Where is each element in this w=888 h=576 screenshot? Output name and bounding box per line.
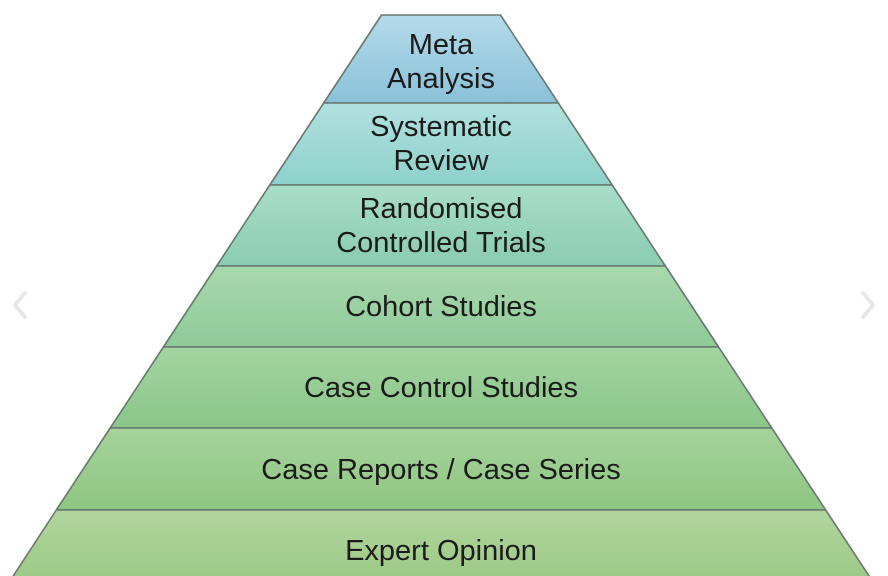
pyramid-level-case-control-studies: Case Control Studies [109,346,773,429]
pyramid-level-cohort-studies: Cohort Studies [162,265,720,348]
prev-slide-button[interactable] [4,285,36,325]
chevron-left-icon [13,291,27,319]
pyramid-level-randomised-controlled-trials: Randomised Controlled Trials [215,184,667,267]
pyramid-level-label-line: Case Reports / Case Series [261,454,620,486]
pyramid-level-label-line: Systematic [370,111,512,143]
pyramid-level-meta-analysis: Meta Analysis [322,14,560,104]
pyramid-level-label-line: Controlled Trials [336,227,546,259]
pyramid-level-systematic-review: Systematic Review [268,102,614,186]
next-slide-button[interactable] [852,285,884,325]
pyramid-level-case-reports-case-series: Case Reports / Case Series [55,427,827,511]
pyramid-level-expert-opinion: Expert Opinion [12,509,871,576]
pyramid-level-label-line: Meta [409,29,474,61]
pyramid-level-label-line: Case Control Studies [304,372,578,404]
pyramid-level-label-line: Randomised [360,193,523,225]
pyramid-level-label-line: Cohort Studies [345,291,537,323]
pyramid-level-label-line: Analysis [387,63,495,95]
pyramid-level-shape [12,509,871,576]
chevron-right-icon [861,291,875,319]
pyramid-level-label-line: Expert Opinion [345,535,537,567]
pyramid-level-label-line: Review [393,145,489,177]
